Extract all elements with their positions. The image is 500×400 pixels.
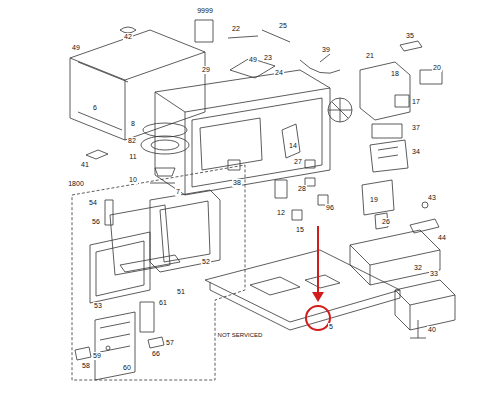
callout-number: 20 <box>432 64 442 72</box>
callout-number: 6 <box>92 104 98 112</box>
callout-number: 58 <box>81 362 91 370</box>
callout-number: 82 <box>127 137 137 145</box>
callout-number: 60 <box>122 364 132 372</box>
callout-number: 17 <box>411 98 421 106</box>
callout-number: 33 <box>429 270 439 278</box>
callout-number: 43 <box>427 194 437 202</box>
callout-number: 29 <box>201 66 211 74</box>
callout-number: 34 <box>411 148 421 156</box>
callout-number: 32 <box>413 264 423 272</box>
callout-number: 59 <box>92 352 102 360</box>
callout-number: 10 <box>128 176 138 184</box>
callout-number: 18 <box>390 70 400 78</box>
callout-number: 42 <box>123 33 133 41</box>
callout-number: 51 <box>176 288 186 296</box>
callout-number: 37 <box>411 124 421 132</box>
callout-number: 27 <box>293 158 303 166</box>
callout-number: 1800 <box>67 180 85 188</box>
callout-number: 5 <box>328 323 334 331</box>
callout-number: 44 <box>437 234 447 242</box>
callout-number: 22 <box>231 25 241 33</box>
callout-number: 40 <box>427 326 437 334</box>
callout-number: 12 <box>276 209 286 217</box>
callout-number: 26 <box>381 218 391 226</box>
callout-number: 8 <box>130 120 136 128</box>
note-text: NOT SERVICED <box>217 332 264 339</box>
callout-number: 9999 <box>196 7 214 15</box>
callout-number: 28 <box>297 185 307 193</box>
callout-number: 57 <box>165 339 175 347</box>
callout-number: 61 <box>158 299 168 307</box>
callout-number: 39 <box>321 46 331 54</box>
callout-number: 11 <box>128 153 137 161</box>
callout-number: 53 <box>93 302 103 310</box>
callout-number: 41 <box>80 161 90 169</box>
callout-number: 7 <box>175 188 181 196</box>
callout-number: 38 <box>232 179 242 187</box>
callout-number: 54 <box>88 199 98 207</box>
callout-number: 56 <box>91 218 101 226</box>
callout-number: 21 <box>365 52 375 60</box>
callout-number: 96 <box>325 204 335 212</box>
callout-number: 66 <box>151 350 161 358</box>
callout-number: 49 <box>71 44 81 52</box>
callout-number: 14 <box>288 142 298 150</box>
callout-number: 19 <box>369 196 379 204</box>
callout-number: 24 <box>274 69 284 77</box>
callout-number: 35 <box>405 32 415 40</box>
callout-number: 25 <box>278 22 288 30</box>
callout-number: 49 <box>248 56 258 64</box>
callout-number: 52 <box>201 258 211 266</box>
callout-number: 23 <box>263 54 273 62</box>
callout-number: 15 <box>295 226 305 234</box>
